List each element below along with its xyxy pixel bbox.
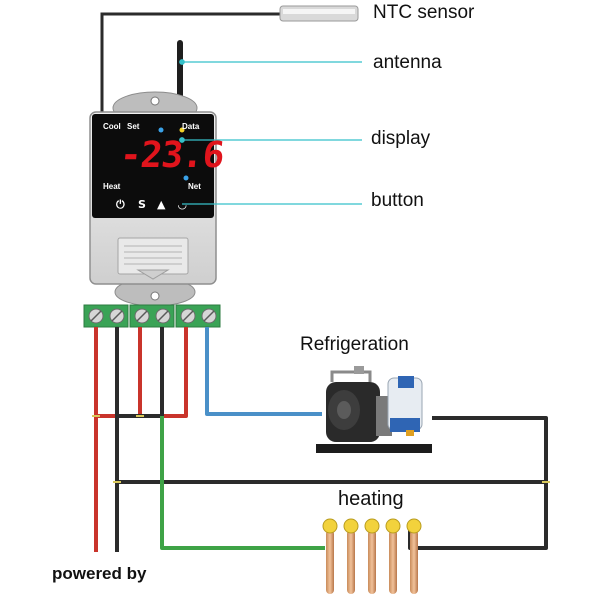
indicator-net: Net bbox=[188, 182, 201, 191]
wifi-icon[interactable]: ◡ bbox=[178, 198, 187, 211]
callout-lines bbox=[179, 59, 362, 205]
powered-by-label: powered by bbox=[52, 564, 147, 583]
heating-elements bbox=[322, 518, 422, 594]
indicator-heat: Heat bbox=[103, 182, 121, 191]
display-label: display bbox=[371, 128, 431, 149]
indicator-cool: Cool bbox=[103, 122, 121, 131]
refrigeration-unit bbox=[316, 366, 432, 453]
button-label: button bbox=[371, 190, 424, 211]
antenna-label: antenna bbox=[373, 52, 442, 73]
temperature-readout: -23.6 bbox=[117, 135, 226, 176]
heater-element bbox=[385, 518, 401, 594]
heater-element bbox=[364, 518, 380, 594]
up-arrow-icon[interactable]: ▲ bbox=[157, 198, 166, 211]
terminal-block bbox=[83, 304, 221, 328]
ntc-sensor-label: NTC sensor bbox=[373, 2, 475, 23]
ntc-sensor bbox=[100, 5, 359, 112]
heater-element bbox=[343, 518, 359, 594]
heater-element bbox=[322, 518, 338, 594]
indicator-data: Data bbox=[182, 122, 200, 131]
set-icon[interactable]: S bbox=[138, 198, 146, 211]
indicator-set: Set bbox=[127, 122, 140, 131]
power-icon[interactable]: ⏻ bbox=[116, 198, 125, 211]
refrigeration-label: Refrigeration bbox=[300, 334, 409, 355]
wires bbox=[92, 327, 550, 552]
heating-label: heating bbox=[338, 488, 404, 510]
heater-element bbox=[406, 518, 422, 594]
